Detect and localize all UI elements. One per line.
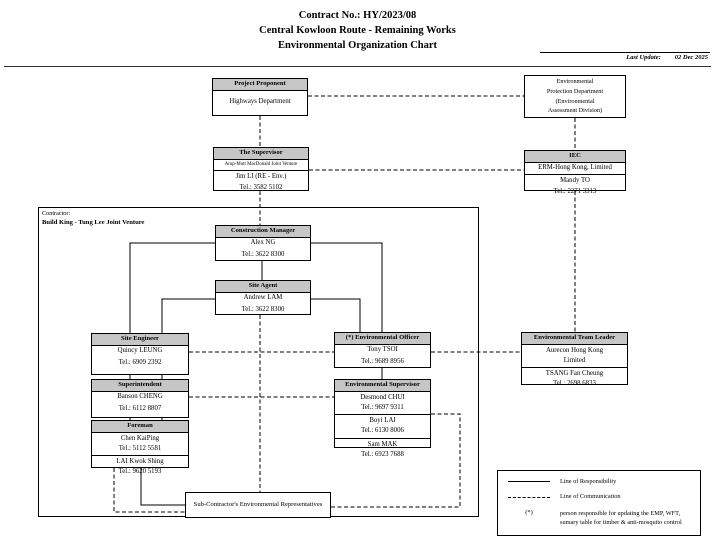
env-supervisor-person-1: Desmond CHUI [360, 393, 405, 401]
box-iec-title: IEC [525, 151, 625, 163]
box-superintendent-tel: Tel.: 6112 8807 [118, 404, 162, 412]
box-supervisor-tel: Tel.: 3582 5102 [239, 183, 283, 191]
box-site-agent-title: Site Agent [216, 281, 310, 293]
box-etl-title: Environmental Team Leader [522, 333, 627, 345]
box-project-proponent-org: Highways Department [229, 97, 291, 105]
header-divider [4, 66, 711, 67]
box-construction-manager-person: Alex NG [250, 239, 276, 247]
legend-responsibility-label: Line of Responsibility [560, 478, 617, 485]
box-environmental-officer-person: Tony TSOI [367, 346, 398, 354]
box-foreman: Foreman Chen KaiPing Tel.: 5112 5581 LAI… [91, 420, 189, 475]
box-etl-person: TSANG Fan Cheung [545, 370, 604, 378]
env-supervisor-person-2: Boyi LAI [369, 417, 396, 425]
box-project-proponent-title: Project Proponent [213, 79, 307, 91]
box-construction-manager-title: Construction Manager [216, 226, 310, 238]
foreman-person-1: Chen KaiPing [120, 434, 160, 442]
box-iec-org: ERM-Hong Kong, Limited [525, 163, 625, 176]
box-iec-person: Mandy TO [560, 176, 590, 184]
box-environmental-officer-title: (*) Environmental Officer [335, 333, 430, 345]
asterisk-note: person responsible for updating the EMP,… [560, 509, 682, 527]
env-supervisor-person-3: Sam MAK [367, 440, 398, 448]
epd-line-2: Protection Department [546, 87, 604, 95]
legend-communication-label: Line of Communication [560, 493, 621, 501]
box-subcontractor-reps: Sub-Contractor's Environmental Represent… [185, 492, 331, 518]
legend-row-responsibility: Line of Responsibility [498, 477, 700, 486]
last-update: Last Update: 02 Dec 2025 [470, 54, 708, 61]
dashed-line-icon [508, 496, 550, 498]
foreman-tel-1: Tel.: 5112 5581 [118, 445, 162, 453]
box-etl-org-line1: Aurecon Hong Kong [545, 346, 603, 354]
title-block: Contract No.: HY/2023/08 Central Kowloon… [0, 8, 715, 54]
box-superintendent: Superintendent Banson CHENG Tel.: 6112 8… [91, 379, 189, 418]
contractor-name: Build King - Tung Lee Joint Venture [42, 219, 145, 227]
epd-line-1: Environmental [556, 77, 594, 85]
chart-title: Environmental Organization Chart [277, 40, 438, 52]
env-supervisor-tel-2: Tel.: 6130 8006 [361, 427, 404, 435]
box-env-supervisor-title: Environmental Supervisor [335, 380, 430, 392]
box-environmental-officer-tel: Tel.: 9689 8956 [361, 357, 404, 365]
legend-row-communication: Line of Communication [498, 492, 700, 501]
legend-row-asterisk: (*) person responsible for updating the … [498, 509, 700, 528]
foreman-tel-2: Tel.: 9620 5193 [118, 468, 162, 476]
box-project-proponent: Project Proponent Highways Department [212, 78, 308, 116]
box-site-engineer: Site Engineer Quincy LEUNG Tel.: 6909 23… [91, 333, 189, 375]
box-etl-tel: Tel.: 2698 6833 [553, 380, 596, 388]
env-supervisor-tel-1: Tel.: 9697 9311 [361, 404, 404, 412]
box-environmental-officer: (*) Environmental Officer Tony TSOI Tel.… [334, 332, 431, 368]
contractor-label: Contractor: Build King - Tung Lee Joint … [42, 209, 262, 228]
box-construction-manager-tel: Tel.: 3622 8300 [241, 250, 285, 258]
box-site-engineer-title: Site Engineer [92, 334, 188, 346]
project-name: Central Kowloon Route - Remaining Works [259, 25, 456, 37]
box-iec-tel: Tel.: 2271 3313 [553, 187, 597, 195]
box-supervisor: The Supervisor Arup-Mott MacDonald Joint… [213, 147, 309, 191]
box-superintendent-title: Superintendent [92, 380, 188, 392]
box-environmental-team-leader: Environmental Team Leader Aurecon Hong K… [521, 332, 628, 387]
box-supervisor-title: The Supervisor [214, 148, 308, 160]
last-update-rule [540, 52, 710, 53]
contract-number: Contract No.: HY/2023/08 [298, 10, 417, 21]
box-site-engineer-person: Quincy LEUNG [117, 347, 163, 355]
box-site-engineer-tel: Tel.: 6909 2392 [118, 358, 162, 366]
box-supervisor-org: Arup-Mott MacDonald Joint Venture [214, 160, 308, 172]
legend: Line of Responsibility Line of Communica… [497, 470, 701, 536]
epd-line-4: Assessment Division) [547, 107, 603, 115]
box-foreman-title: Foreman [92, 421, 188, 433]
box-epd: Environmental Protection Department (Env… [524, 75, 626, 118]
box-supervisor-person: Jim LI (RE - Env.) [235, 172, 287, 180]
epd-line-3: (Environmental [555, 97, 595, 105]
box-iec: IEC ERM-Hong Kong, Limited Mandy TO Tel.… [524, 150, 626, 195]
box-site-agent-person: Andrew LAM [243, 294, 283, 302]
box-superintendent-person: Banson CHENG [117, 393, 163, 401]
subcontractor-reps-label: Sub-Contractor's Environmental Represent… [193, 501, 323, 509]
box-site-agent-tel: Tel.: 3622 8300 [241, 305, 285, 313]
box-site-agent: Site Agent Andrew LAM Tel.: 3622 8300 [215, 280, 311, 315]
box-construction-manager: Construction Manager Alex NG Tel.: 3622 … [215, 225, 311, 261]
last-update-label: Last Update: [626, 54, 661, 61]
contractor-label-caption: Contractor: [42, 210, 71, 217]
box-etl-org-line2: Limited [563, 357, 586, 365]
box-environmental-supervisor: Environmental Supervisor Desmond CHUI Te… [334, 379, 431, 458]
asterisk-marker: (*) [525, 508, 533, 516]
solid-line-icon [508, 481, 550, 483]
last-update-value: 02 Dec 2025 [674, 54, 708, 61]
env-supervisor-tel-3: Tel.: 6923 7688 [361, 450, 404, 458]
foreman-person-2: LAI Kwok Shing [116, 458, 164, 466]
